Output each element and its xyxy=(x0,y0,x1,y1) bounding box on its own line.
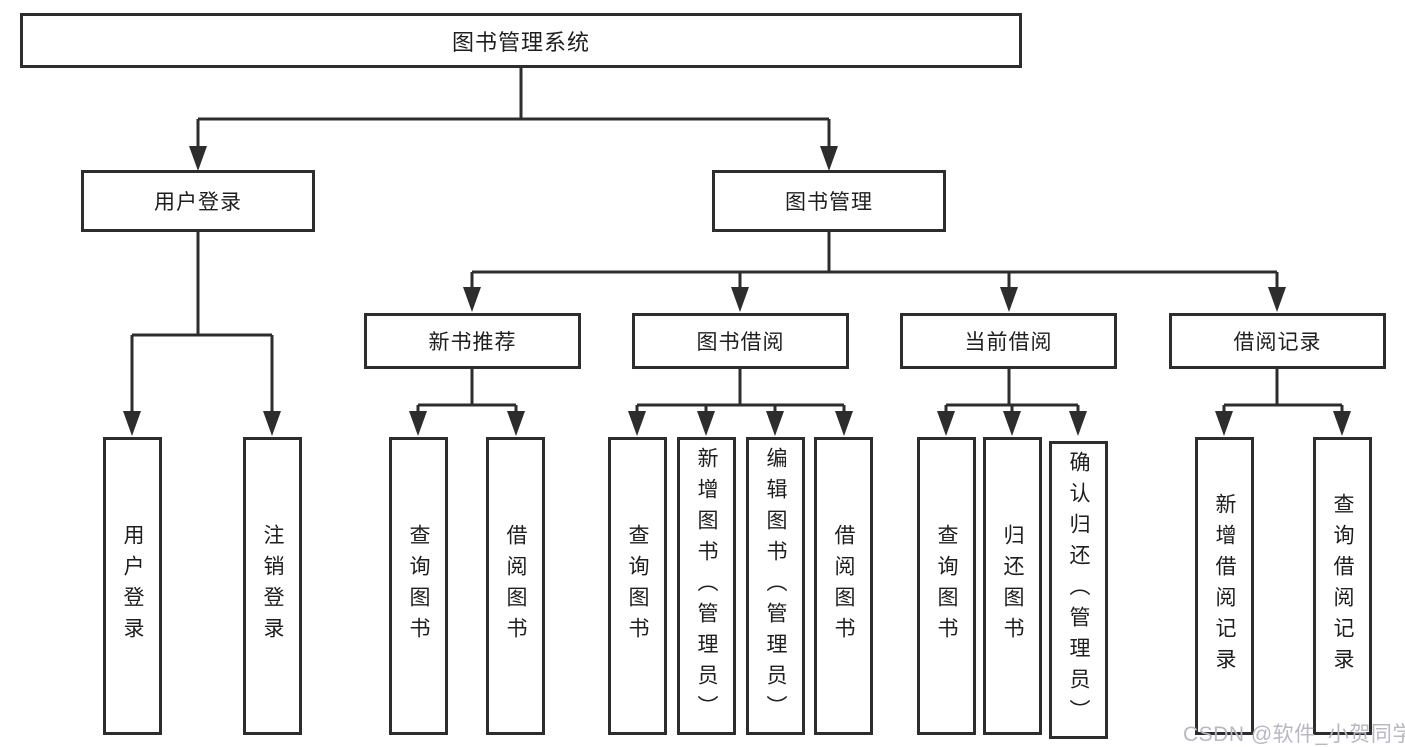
arrowhead-icon xyxy=(507,411,525,436)
leaf-add-borrow-record-label: 新增借阅记录 xyxy=(1213,493,1237,679)
arrowhead-icon xyxy=(820,146,838,171)
node-book-management-label: 图书管理 xyxy=(785,191,873,214)
node-current-borrow: 当前借阅 xyxy=(900,313,1117,369)
leaf-add-borrow-record: 新增借阅记录 xyxy=(1195,437,1254,735)
leaf-query-books-2-label: 查询图书 xyxy=(626,524,650,648)
leaf-return-books: 归还图书 xyxy=(983,437,1042,735)
node-user-login: 用户登录 xyxy=(81,170,315,232)
csdn-watermark: CSDN @软件_小贺同学 xyxy=(1183,723,1405,746)
arrowhead-icon xyxy=(1333,411,1351,436)
connector-root-to-level2 xyxy=(189,68,838,171)
arrowhead-icon xyxy=(697,411,715,436)
node-root: 图书管理系统 xyxy=(20,13,1022,68)
arrowhead-icon xyxy=(1000,287,1018,312)
leaf-query-borrow-record: 查询借阅记录 xyxy=(1313,437,1372,735)
connector-bookborrow-to-leaves xyxy=(628,369,853,436)
leaf-query-books-3-label: 查询图书 xyxy=(935,524,959,648)
node-book-borrow: 图书借阅 xyxy=(632,313,849,369)
leaf-query-books-3: 查询图书 xyxy=(917,437,976,735)
leaf-logout-label: 注销登录 xyxy=(261,524,285,648)
arrowhead-icon xyxy=(263,411,281,436)
arrowhead-icon xyxy=(409,411,427,436)
leaf-return-books-label: 归还图书 xyxy=(1001,524,1025,648)
arrowhead-icon xyxy=(1069,411,1087,436)
arrowhead-icon xyxy=(835,411,853,436)
arrowhead-icon xyxy=(628,411,646,436)
arrowhead-icon xyxy=(731,287,749,312)
node-book-management: 图书管理 xyxy=(712,170,946,232)
leaf-query-books-2: 查询图书 xyxy=(608,437,667,735)
arrowhead-icon xyxy=(1215,411,1233,436)
leaf-user-login-label: 用户登录 xyxy=(121,524,145,648)
leaf-confirm-return-admin-label: 确认归还（管理员） xyxy=(1067,450,1091,730)
node-new-book-recommend: 新书推荐 xyxy=(364,313,581,369)
node-borrow-records-label: 借阅记录 xyxy=(1233,331,1322,354)
connector-userlogin-to-leaves xyxy=(123,232,281,436)
leaf-edit-books-admin-label: 编辑图书（管理员） xyxy=(764,446,788,726)
arrowhead-icon xyxy=(937,411,955,436)
node-current-borrow-label: 当前借阅 xyxy=(964,331,1053,354)
arrowhead-icon xyxy=(189,146,207,171)
leaf-confirm-return-admin: 确认归还（管理员） xyxy=(1049,441,1108,739)
arrowhead-icon xyxy=(123,411,141,436)
arrowhead-icon xyxy=(1003,411,1021,436)
node-new-book-recommend-label: 新书推荐 xyxy=(428,331,517,354)
arrowhead-icon xyxy=(1268,287,1286,312)
connector-borrowrecords-to-leaves xyxy=(1215,369,1351,436)
connector-currentborrow-to-leaves xyxy=(937,369,1087,436)
node-user-login-label: 用户登录 xyxy=(154,191,242,214)
connector-bookmgmt-to-level3 xyxy=(463,232,1286,312)
node-root-label: 图书管理系统 xyxy=(451,29,590,55)
leaf-user-login: 用户登录 xyxy=(103,437,162,735)
leaf-borrow-books-2-label: 借阅图书 xyxy=(832,524,856,648)
leaf-logout: 注销登录 xyxy=(243,437,302,735)
leaf-borrow-books-2: 借阅图书 xyxy=(814,437,873,735)
leaf-borrow-books-1-label: 借阅图书 xyxy=(504,524,528,648)
connector-newbooks-to-leaves xyxy=(409,369,525,436)
leaf-query-books-1: 查询图书 xyxy=(389,437,448,735)
leaf-edit-books-admin: 编辑图书（管理员） xyxy=(746,437,805,735)
leaf-add-books-admin: 新增图书（管理员） xyxy=(677,437,736,735)
arrowhead-icon xyxy=(766,411,784,436)
leaf-add-books-admin-label: 新增图书（管理员） xyxy=(695,446,719,726)
node-book-borrow-label: 图书借阅 xyxy=(696,331,785,354)
arrowhead-icon xyxy=(463,287,481,312)
leaf-borrow-books-1: 借阅图书 xyxy=(486,437,545,735)
node-borrow-records: 借阅记录 xyxy=(1169,313,1386,369)
leaf-query-books-1-label: 查询图书 xyxy=(407,524,431,648)
leaf-query-borrow-record-label: 查询借阅记录 xyxy=(1331,493,1355,679)
